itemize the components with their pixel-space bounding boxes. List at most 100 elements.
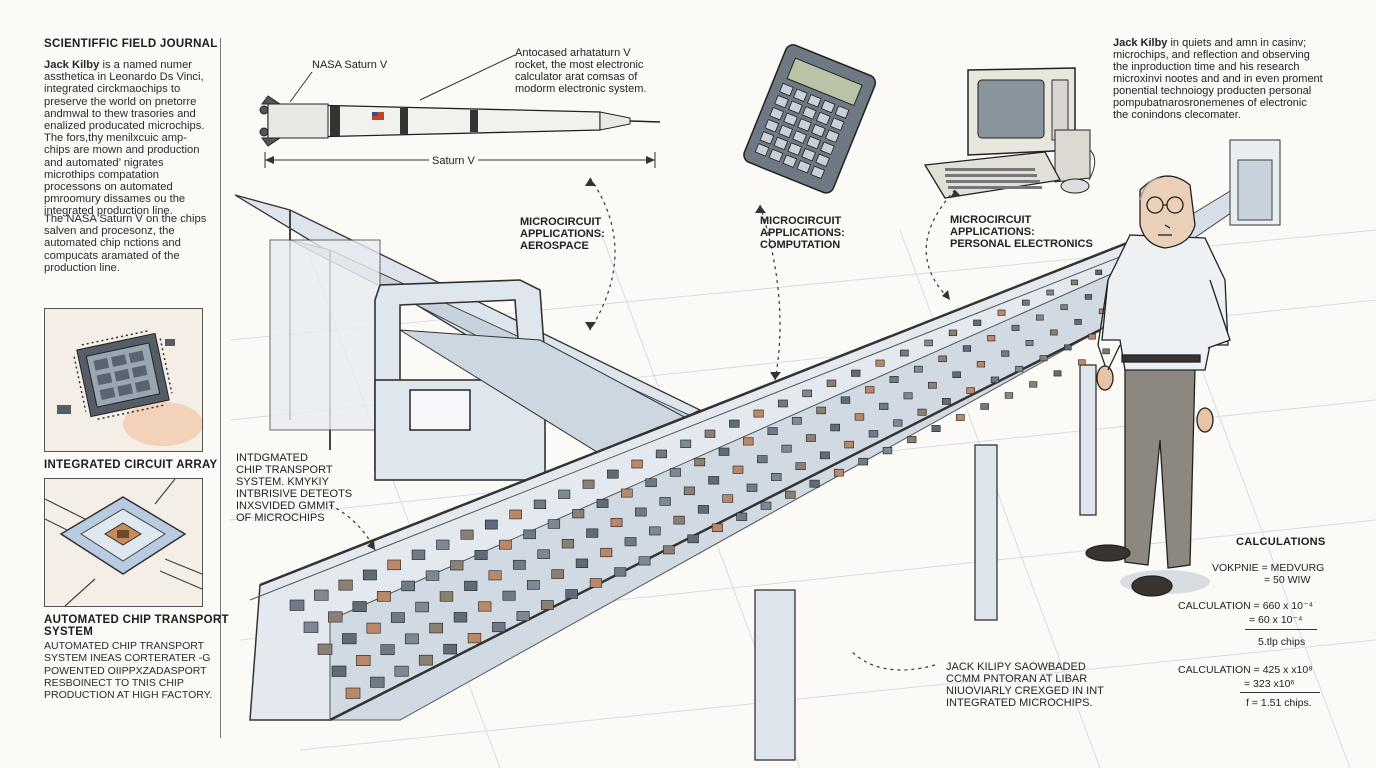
conveyor-chip [453, 612, 468, 623]
conveyor-chip [596, 498, 609, 508]
calc-line-5: 5.tlp chips [1258, 636, 1306, 648]
kilby-note-text: in quiets and amn in casinv; microchips,… [1113, 37, 1323, 121]
calculator-key [834, 105, 850, 119]
computer-illustration [923, 67, 1096, 199]
conveyor-chip [941, 398, 951, 405]
conveyor-chip [809, 479, 820, 488]
conveyor-chip [509, 509, 522, 520]
conveyor-chip [338, 579, 353, 591]
conveyor-chip [718, 447, 730, 456]
conveyor-chip [844, 440, 855, 449]
conveyor-chip [973, 319, 982, 326]
application-personal-label: MICROCIRCUIT APPLICATIONS: PERSONAL ELEC… [950, 214, 1093, 250]
calculator-key [792, 130, 807, 144]
conveyor-chip [931, 425, 941, 432]
conveyor-chip [342, 633, 357, 645]
conveyor-chip [1039, 355, 1048, 362]
conveyor-chip [683, 486, 695, 496]
conveyor-chip [558, 489, 571, 499]
conveyor-chip [826, 379, 837, 387]
conveyor-chip [924, 339, 933, 347]
calculator-key [787, 142, 803, 156]
calc-line-2: = 50 WIW [1264, 574, 1311, 586]
journal-intro-text: is a named numer assthetica in Leonardo … [44, 59, 205, 218]
calculator-key [788, 100, 803, 115]
conveyor-chip [1102, 348, 1110, 355]
conveyor-chip [1060, 304, 1068, 311]
conveyor-chip [669, 468, 681, 477]
conveyor-chip [819, 451, 830, 460]
conveyor-chip [795, 462, 806, 471]
back-conveyor [234, 194, 702, 450]
calculator-key [764, 119, 780, 133]
conveyor-chip [889, 376, 899, 383]
conveyor-chip [572, 509, 585, 519]
conveyor-chip [868, 430, 879, 438]
conveyor-chip [415, 601, 430, 613]
application-computation-label: MICROCIRCUIT APPLICATIONS: COMPUTATION [760, 215, 845, 251]
calculator-key [768, 148, 784, 163]
figure-2-text: AUTOMATED CHIP TRANSPORT SYSTEM INEAS CO… [44, 640, 213, 702]
conveyor-chip [586, 528, 599, 538]
conveyor-chip [1050, 329, 1058, 336]
conveyor-chip [711, 523, 723, 533]
conveyor-chip [777, 399, 788, 408]
figure-chip-transport [44, 478, 203, 607]
conveyor-chip [1109, 283, 1117, 290]
calculator-key [825, 129, 840, 143]
calculator-key [811, 123, 826, 138]
transport-note-subtitle: KMYKIY [284, 476, 329, 488]
conveyor-chip [966, 387, 975, 394]
calculations-title: CALCULATIONS [1236, 536, 1326, 548]
calc-line-8: f = 1.51 chips. [1246, 697, 1312, 709]
conveyor-chip [913, 365, 923, 373]
conveyor-chip [732, 465, 744, 474]
conveyor-chip [565, 589, 578, 599]
dotted-leaders [329, 177, 956, 671]
calculator-key [810, 165, 826, 180]
conveyor-chip [624, 537, 637, 547]
conveyor-chip [840, 396, 851, 404]
conveyor-chip [1137, 312, 1145, 318]
conveyor-chip [917, 408, 927, 416]
conveyor-chip [1112, 323, 1120, 329]
calc-divider-2 [1240, 692, 1320, 693]
conveyor-chip [851, 369, 861, 377]
conveyor-chip [1123, 298, 1131, 304]
calculator-key [773, 136, 789, 151]
conveyor-chip [551, 569, 564, 579]
conveyor-chip [816, 406, 827, 415]
conveyor-chip [854, 413, 865, 421]
calculator-key [802, 106, 817, 120]
conveyor-chip [484, 519, 498, 530]
conveyor-chip [390, 612, 405, 623]
calculator-key [815, 153, 830, 168]
conveyor-chip [1064, 344, 1072, 351]
calculator-key [815, 111, 831, 126]
conveyor-chip [512, 559, 526, 570]
conveyor-chip [443, 643, 458, 655]
conveyor-chip [955, 414, 965, 421]
conveyor-chip [498, 539, 512, 550]
conveyor-chip [697, 505, 709, 514]
conveyor-chip [1053, 370, 1062, 377]
conveyor-chip [757, 455, 768, 464]
conveyor-chip [380, 644, 395, 656]
conveyor-chip [450, 560, 464, 571]
calculator-key [783, 112, 798, 127]
sidebar-divider [220, 38, 221, 738]
calculator-key [782, 154, 798, 168]
conveyor-chip [314, 589, 329, 601]
conveyor-chip [352, 601, 367, 612]
conveyor-chip [708, 476, 720, 485]
conveyor-chip [781, 444, 792, 453]
conveyor-chip [600, 547, 613, 558]
conveyor-chip [743, 437, 754, 446]
conveyor-chip [1095, 269, 1103, 275]
calculator-illustration [743, 44, 877, 194]
ic-array-illustration [45, 309, 202, 451]
conveyor-chip [882, 446, 893, 455]
conveyor-chip [467, 632, 482, 644]
conveyor-chip [1004, 392, 1014, 399]
conveyor-chip [976, 360, 986, 368]
